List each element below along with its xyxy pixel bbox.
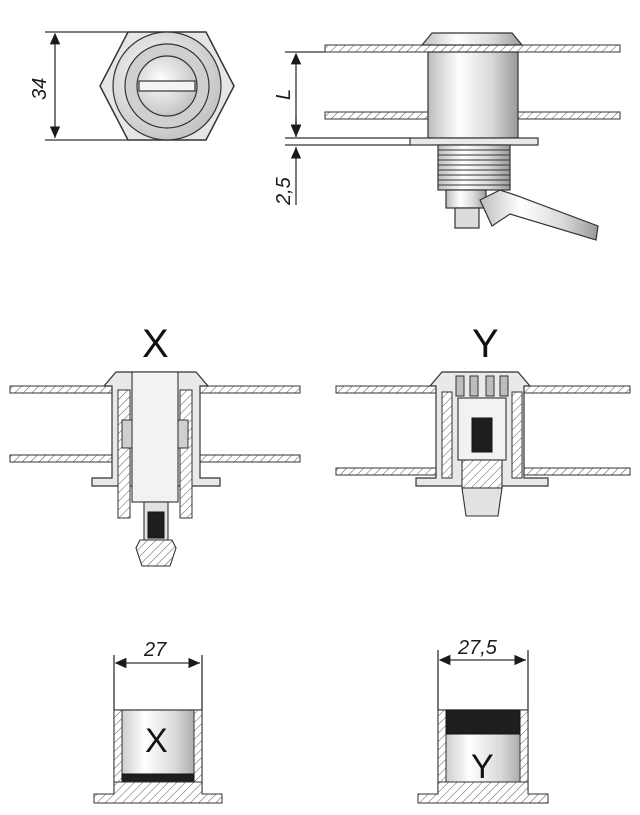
dim-length: L bbox=[273, 89, 295, 100]
insert-x: 27 X bbox=[93, 639, 223, 804]
section-x-label: X bbox=[142, 322, 169, 366]
dim-insert-y-width: 27,5 bbox=[457, 637, 498, 659]
side-view: L 2,5 bbox=[273, 32, 621, 241]
insert-x-label: X bbox=[145, 722, 168, 760]
dim-hex-width: 34 bbox=[29, 78, 51, 100]
dim-insert-x-width: 27 bbox=[143, 639, 167, 661]
dim-offset: 2,5 bbox=[273, 176, 295, 206]
insert-y: 27,5 Y bbox=[417, 637, 549, 804]
section-x: X bbox=[9, 322, 301, 567]
section-y: Y bbox=[335, 322, 631, 517]
hex-front-view: 34 bbox=[29, 31, 235, 141]
section-y-label: Y bbox=[472, 322, 499, 366]
insert-y-label: Y bbox=[471, 748, 494, 786]
